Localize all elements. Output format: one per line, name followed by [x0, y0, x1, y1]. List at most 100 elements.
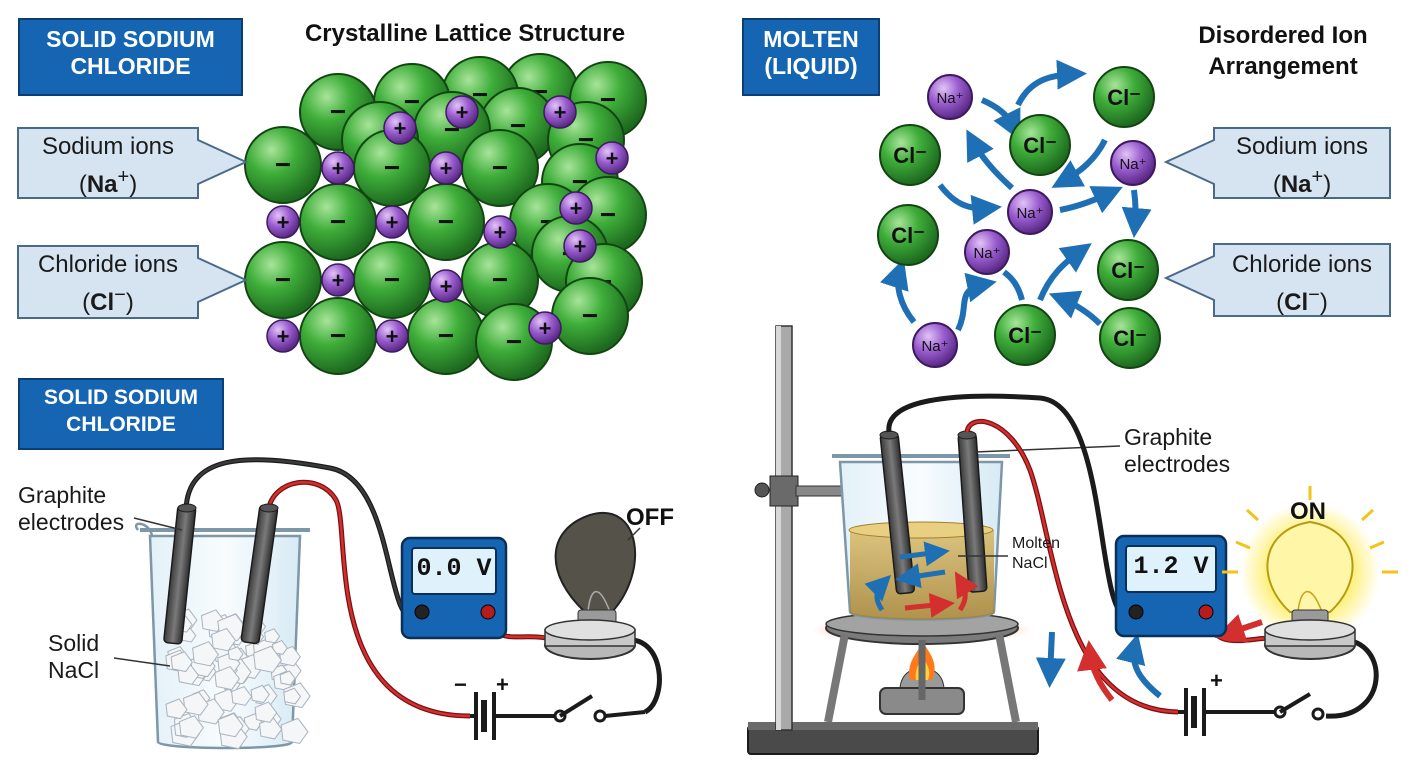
paren: )	[1319, 289, 1328, 316]
sodium-sphere: +	[266, 319, 300, 353]
sodium-sphere: +	[321, 263, 355, 297]
label-line: NaCl	[48, 657, 100, 683]
ion-label: Na⁺	[1119, 156, 1146, 173]
sodium-sphere: +	[375, 319, 409, 353]
cation-sign: +	[574, 234, 587, 259]
sodium-sphere: +	[375, 205, 409, 239]
cation-sign: +	[440, 156, 453, 181]
anion-sign: −	[275, 264, 291, 295]
ion-symbol: Cl	[1284, 289, 1309, 316]
salt-crystal	[280, 717, 309, 745]
callout-label: Sodium ions	[1235, 133, 1369, 160]
label-line: Molten	[1012, 535, 1061, 552]
badge-line: SOLID SODIUM	[46, 26, 215, 52]
ion-symbol: Na	[1280, 171, 1312, 198]
chloride-sphere: −	[461, 129, 539, 207]
chloride-sphere: −	[244, 126, 322, 204]
anion-sign: −	[404, 86, 420, 117]
circuit-badge: SOLID SODIUM CHLORIDE	[18, 378, 224, 450]
salt-crystal	[253, 645, 283, 673]
cation-sign: +	[554, 100, 567, 125]
ion-symbol: Cl	[90, 289, 115, 316]
chloride-sphere: −	[244, 241, 322, 319]
molten-circuit	[886, 393, 1379, 736]
salt-crystal	[211, 627, 237, 652]
sodium-callout-text-right: Sodium ions (Na+)	[1216, 132, 1388, 200]
anion-sign: −	[275, 149, 291, 180]
chloride-ion: Cl⁻	[1097, 239, 1159, 301]
chloride-callout-text-left: Chloride ions (Cl−)	[20, 250, 196, 318]
salt-crystal	[279, 670, 296, 686]
salt-crystal	[254, 701, 278, 723]
salt-crystal	[178, 715, 204, 739]
label-line: Graphite	[18, 482, 107, 508]
anion-sign: −	[330, 206, 346, 237]
molten-ions: Na⁺Cl⁻Cl⁻Cl⁻Na⁺Na⁺Cl⁻Na⁺Cl⁻Na⁺Cl⁻Cl⁻	[877, 66, 1161, 369]
chloride-ion: Cl⁻	[877, 204, 939, 266]
sodium-sphere: +	[429, 151, 463, 185]
lattice-title: Crystalline Lattice Structure	[304, 20, 626, 47]
callout-label: Sodium ions	[41, 133, 175, 160]
ion-label: Cl⁻	[1107, 85, 1141, 110]
chloride-callout-left	[17, 245, 249, 319]
label-line: electrodes	[1124, 451, 1231, 477]
molten-title: Disordered Ion Arrangement	[1170, 20, 1396, 82]
lightbulb-on-icon	[1222, 486, 1398, 660]
sodium-sphere: +	[445, 95, 479, 129]
badge-line: (LIQUID)	[764, 53, 858, 79]
sodium-sphere: +	[266, 205, 300, 239]
anion-sign: −	[492, 152, 508, 183]
sodium-ion: Na⁺	[1110, 140, 1156, 186]
cation-sign: +	[440, 274, 453, 299]
sodium-sphere: +	[483, 215, 517, 249]
voltmeter-icon	[1114, 534, 1228, 638]
sodium-callout-left	[17, 127, 249, 199]
ion-label: Cl⁻	[893, 143, 927, 168]
cation-sign: +	[570, 196, 583, 221]
callout-formula: (Na+)	[20, 162, 196, 200]
solid-circuit	[183, 457, 662, 740]
sodium-ion: Na⁺	[912, 322, 958, 368]
chloride-sphere: −	[299, 297, 377, 375]
graphite-electrodes-left	[163, 503, 279, 645]
sodium-sphere: +	[321, 151, 355, 185]
chloride-callout-right	[1163, 243, 1391, 317]
ion-charge: +	[1311, 166, 1324, 188]
cation-sign: +	[332, 156, 345, 181]
crystal-lattice: −−−−−−−−−−−−−−−−−−−−−−−−−−++++++++++++++…	[244, 53, 647, 381]
cation-sign: +	[606, 146, 619, 171]
sodium-callout-text-left: Sodium ions (Na+)	[20, 132, 196, 200]
beaker-icon	[134, 522, 311, 750]
molten-flow-arrows	[864, 541, 979, 618]
chloride-sphere: −	[407, 183, 485, 261]
ion-label: Na⁺	[973, 245, 1000, 262]
salt-crystal	[192, 641, 220, 667]
chloride-sphere: −	[299, 183, 377, 261]
cation-sign: +	[539, 316, 552, 341]
paren: (	[82, 289, 91, 316]
ion-label: Cl⁻	[1008, 323, 1042, 348]
ion-label: Cl⁻	[891, 223, 925, 248]
ion-charge: −	[114, 284, 126, 306]
title-line: Arrangement	[1208, 53, 1358, 80]
sodium-ion: Na⁺	[927, 74, 973, 120]
chloride-ion: Cl⁻	[994, 304, 1056, 366]
ring-stand-icon	[747, 325, 1039, 755]
cation-sign: +	[494, 220, 507, 245]
bulb-status-off: OFF	[626, 504, 674, 531]
ion-symbol: Na	[86, 171, 118, 198]
cation-sign: +	[394, 116, 407, 141]
ion-label: Na⁺	[921, 338, 948, 355]
electrodes-label-left: Graphite electrodes	[18, 482, 124, 536]
ion-label: Cl⁻	[1023, 133, 1057, 158]
anion-sign: −	[384, 264, 400, 295]
callout-formula: (Cl−)	[1216, 280, 1388, 318]
bulb-status-on: ON	[1290, 498, 1326, 525]
anion-sign: −	[506, 326, 522, 357]
paren: (	[1272, 171, 1281, 198]
badge-line: CHLORIDE	[66, 413, 176, 436]
ion-charge: −	[1308, 284, 1320, 306]
cation-sign: +	[456, 100, 469, 125]
ion-charge: +	[117, 166, 130, 188]
